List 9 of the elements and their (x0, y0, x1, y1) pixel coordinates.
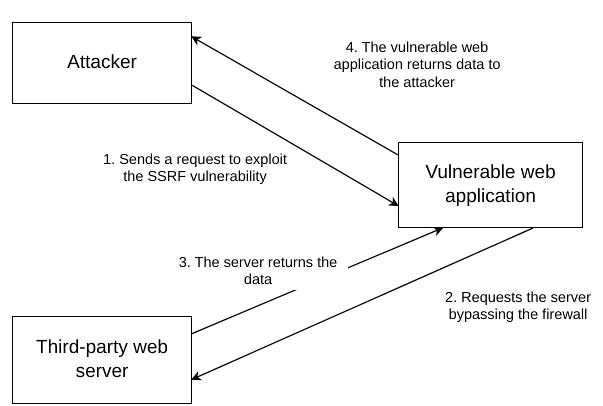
process-box (12, 316, 192, 404)
arrow (192, 84, 399, 206)
process-box (12, 22, 192, 104)
node-label: Attacker (67, 51, 137, 75)
node-label: Third-party web server (35, 336, 169, 384)
node-label: Vulnerable web application (424, 161, 557, 209)
process-box (398, 142, 583, 228)
arrow (191, 36, 398, 156)
arrow (191, 227, 534, 380)
